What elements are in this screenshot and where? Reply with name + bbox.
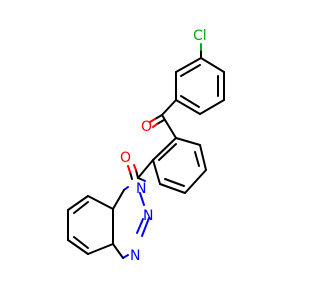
n2-label: N: [143, 208, 153, 224]
bond: [164, 178, 185, 187]
molecule-structure-diagram: Cl O O N N N: [67, 28, 225, 264]
bond: [87, 243, 114, 255]
bond: [180, 64, 201, 77]
chlorine-label: Cl: [193, 28, 207, 44]
bond: [199, 144, 207, 171]
bond: [112, 243, 124, 259]
bond: [199, 99, 225, 115]
bond: [175, 137, 201, 146]
bond: [127, 165, 131, 173]
benzotriazole-ring: [67, 186, 150, 259]
bond: [175, 57, 202, 73]
bond: [137, 159, 154, 179]
bond: [194, 151, 200, 167]
ketone-oxygen-label: O: [141, 119, 152, 135]
bond: [180, 95, 200, 108]
bond: [184, 169, 207, 194]
bond: [161, 114, 177, 139]
bond: [139, 192, 145, 206]
amide-oxygen-label: O: [120, 150, 131, 166]
central-benzene-ring: [152, 137, 207, 194]
bond: [67, 239, 89, 255]
bond: [142, 179, 146, 182]
bond: [158, 143, 177, 161]
bond: [136, 218, 144, 234]
bond: [149, 118, 156, 123]
bond: [135, 169, 139, 179]
bond: [152, 137, 177, 161]
bond: [141, 217, 150, 237]
bond: [67, 195, 89, 211]
bond: [112, 189, 125, 210]
bond: [200, 57, 225, 73]
bond: [154, 114, 163, 120]
bond: [159, 183, 186, 194]
bond: [87, 195, 114, 210]
chlorophenyl-ring: [175, 57, 225, 115]
bond: [152, 123, 158, 128]
bond: [156, 119, 165, 125]
bond: [129, 171, 133, 180]
bond: [73, 201, 89, 214]
bond: [175, 99, 201, 115]
n1-label: N: [136, 181, 146, 197]
bond: [133, 164, 137, 171]
bond: [161, 99, 177, 116]
bond: [152, 159, 161, 185]
n3-label: N: [130, 248, 140, 264]
bond: [73, 236, 89, 249]
